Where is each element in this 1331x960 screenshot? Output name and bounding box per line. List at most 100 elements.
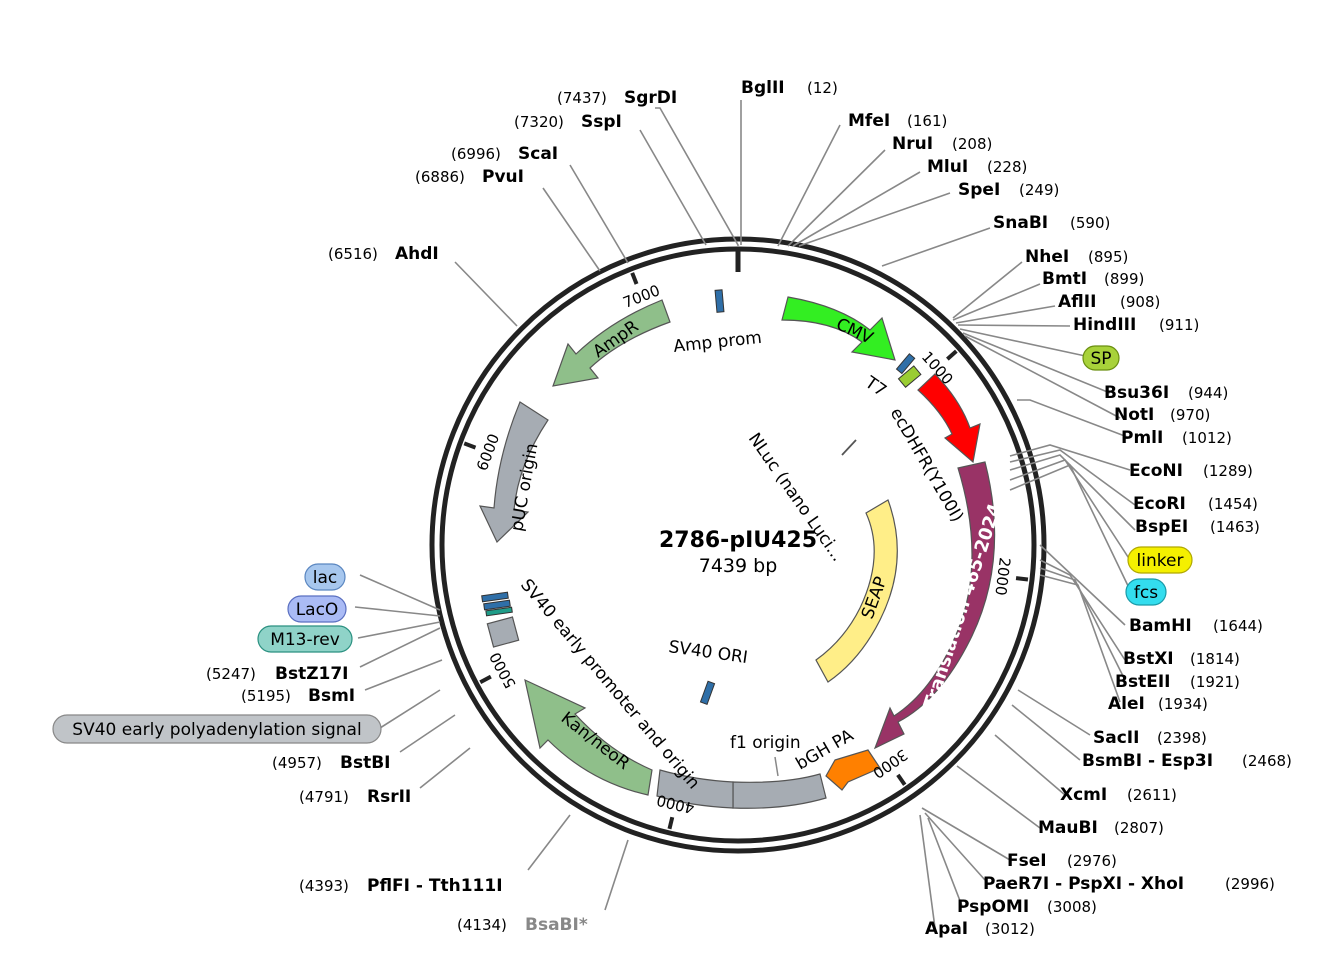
site-pvui-name: PvuI	[482, 167, 524, 187]
bgh-pa-feature-arrow[interactable]	[825, 749, 881, 791]
site-noti-name: NotI	[1114, 405, 1154, 425]
site-bglii[interactable]: BglII(12)	[741, 78, 838, 98]
site-pmli-pos: (1012)	[1182, 429, 1232, 447]
site-apai[interactable]: ApaI(3012)	[925, 919, 1035, 939]
site-bmti-pos: (899)	[1104, 270, 1144, 288]
pill-sp-label: SP	[1090, 349, 1111, 369]
site-sgrdi[interactable]: (7437)SgrDI	[557, 88, 677, 108]
site-rsrii[interactable]: (4791)RsrII	[299, 787, 411, 807]
site-paer7i-pspxi-xhoi[interactable]: PaeR7I - PspXI - XhoI(2996)	[983, 874, 1275, 894]
pill-laco-label: LacO	[296, 600, 339, 620]
site-rsrii-name: RsrII	[367, 787, 411, 807]
site-xcmi[interactable]: XcmI(2611)	[1060, 785, 1177, 805]
tick-mark-1000	[946, 349, 958, 361]
site-bsmbi-esp3i[interactable]: BsmBI - Esp3I(2468)	[1082, 751, 1292, 771]
site-bspei-name: BspEI	[1135, 517, 1188, 537]
site-pmli[interactable]: PmlI(1012)	[1121, 428, 1232, 448]
site-econi[interactable]: EcoNI(1289)	[1129, 461, 1253, 481]
plasmid-size: 7439 bp	[699, 555, 778, 577]
seap-feature[interactable]	[815, 499, 898, 683]
t7-label: T7	[860, 372, 890, 401]
amp-prom-feature[interactable]	[714, 289, 725, 313]
puc-origin-feature-arrow[interactable]	[478, 401, 549, 544]
site-bsabi[interactable]: (4134)BsaBI*	[457, 915, 588, 935]
site-bspei-pos: (1463)	[1210, 518, 1260, 536]
site-maubi-pos: (2807)	[1114, 819, 1164, 837]
pill-fcs[interactable]: fcs	[1125, 578, 1167, 606]
site-bstxi[interactable]: BstXI(1814)	[1123, 649, 1240, 669]
site-bstxi-name: BstXI	[1123, 649, 1174, 669]
pill-sp[interactable]: SP	[1082, 345, 1120, 371]
site-aflii-name: AflII	[1058, 292, 1096, 312]
translation-feature-arrow[interactable]	[873, 461, 996, 750]
site-noti[interactable]: NotI(970)	[1114, 405, 1210, 425]
f1-origin-pointer	[774, 756, 779, 777]
sv40-ori-label: SV40 ORI	[667, 637, 749, 668]
site-aflii[interactable]: AflII(908)	[1058, 292, 1160, 312]
laco-block[interactable]	[483, 599, 511, 611]
site-bsmi[interactable]: (5195)BsmI	[241, 686, 355, 706]
site-ecori[interactable]: EcoRI(1454)	[1133, 494, 1258, 514]
site-econi-pos: (1289)	[1203, 462, 1253, 480]
site-bamhi[interactable]: BamHI(1644)	[1129, 616, 1263, 636]
pill-lac[interactable]: lac	[304, 563, 346, 591]
sp-feature[interactable]	[897, 365, 922, 388]
site-spei[interactable]: SpeI(249)	[958, 180, 1059, 200]
ampr-feature-arrow[interactable]	[552, 299, 671, 387]
site-scai-pos: (6996)	[451, 145, 501, 163]
site-pflfi-tth111i[interactable]: (4393)PflFI - Tth111I	[299, 876, 503, 896]
site-scai-name: ScaI	[518, 144, 558, 164]
site-bstbi-name: BstBI	[340, 753, 391, 773]
site-nhei[interactable]: NheI(895)	[1025, 247, 1128, 267]
site-scai[interactable]: (6996) ScaI	[451, 144, 558, 164]
site-pvui[interactable]: (6886)PvuI	[415, 167, 524, 187]
site-maubi[interactable]: MauBI(2807)	[1038, 818, 1164, 838]
site-sgrdi-pos: (7437)	[557, 89, 607, 107]
lac-promoter-block[interactable]	[481, 591, 509, 603]
pill-laco[interactable]: LacO	[287, 595, 347, 623]
site-ahdi[interactable]: (6516)AhdI	[328, 244, 439, 264]
site-bstbi-pos: (4957)	[272, 754, 322, 772]
pill-sv40-polya[interactable]: SV40 early polyadenylation signal	[52, 714, 382, 744]
site-bstz17i[interactable]: (5247)BstZ17I	[206, 664, 349, 684]
f1-origin-feature[interactable]	[732, 773, 827, 809]
pill-laco-bg	[287, 595, 347, 623]
site-sacii[interactable]: SacII(2398)	[1093, 728, 1207, 748]
site-bsteii[interactable]: BstEII(1921)	[1115, 672, 1240, 692]
site-bsmi-pos: (5195)	[241, 687, 291, 705]
site-snabi[interactable]: SnaBI(590)	[993, 213, 1110, 233]
site-pflfi-tth111i-name: PflFI - Tth111I	[367, 876, 503, 896]
site-nrui[interactable]: NruI(208)	[892, 134, 992, 154]
site-sspi-pos: (7320)	[514, 113, 564, 131]
site-mfei[interactable]: MfeI(161)	[848, 111, 947, 131]
site-nrui-name: NruI	[892, 134, 933, 154]
site-bmti[interactable]: BmtI(899)	[1042, 269, 1144, 289]
site-alei[interactable]: AleI(1934)	[1108, 694, 1208, 714]
site-bstbi[interactable]: (4957) BstBI	[272, 753, 391, 773]
pill-m13-rev[interactable]: M13-rev	[257, 625, 353, 653]
site-pspomi-name: PspOMI	[957, 897, 1029, 917]
pill-linker[interactable]: linker	[1127, 546, 1193, 574]
site-hindiii[interactable]: HindIII(911)	[1073, 315, 1199, 335]
sv40-early-promoter-block[interactable]	[486, 616, 520, 648]
m13-rev-block[interactable]	[485, 606, 513, 617]
site-bsu36i[interactable]: Bsu36I(944)	[1104, 383, 1228, 403]
site-sspi[interactable]: (7320)SspI	[514, 112, 622, 132]
pill-m13-rev-bg	[257, 625, 353, 653]
kan-neor-feature-arrow[interactable]	[524, 678, 653, 796]
t7-promoter-feature[interactable]	[895, 353, 916, 375]
site-mlui[interactable]: MluI(228)	[927, 157, 1027, 177]
cmv-feature-arrow[interactable]	[781, 296, 896, 361]
tick-label-6000: 6000	[473, 431, 503, 473]
sv40-promoter-segment[interactable]	[656, 769, 734, 809]
site-nhei-pos: (895)	[1088, 248, 1128, 266]
site-hindiii-name: HindIII	[1073, 315, 1136, 335]
tick-label-5000: 5000	[486, 649, 520, 691]
site-pspomi[interactable]: PspOMI(3008)	[957, 897, 1097, 917]
site-fsei[interactable]: FseI(2976)	[1007, 851, 1117, 871]
sv40-ori-feature[interactable]	[699, 680, 716, 706]
site-bspei[interactable]: BspEI (1463)	[1135, 517, 1260, 537]
ecdhfr-feature-arrow[interactable]	[917, 373, 981, 464]
pill-fcs-label: fcs	[1134, 583, 1158, 603]
site-bstz17i-name: BstZ17I	[275, 664, 349, 684]
